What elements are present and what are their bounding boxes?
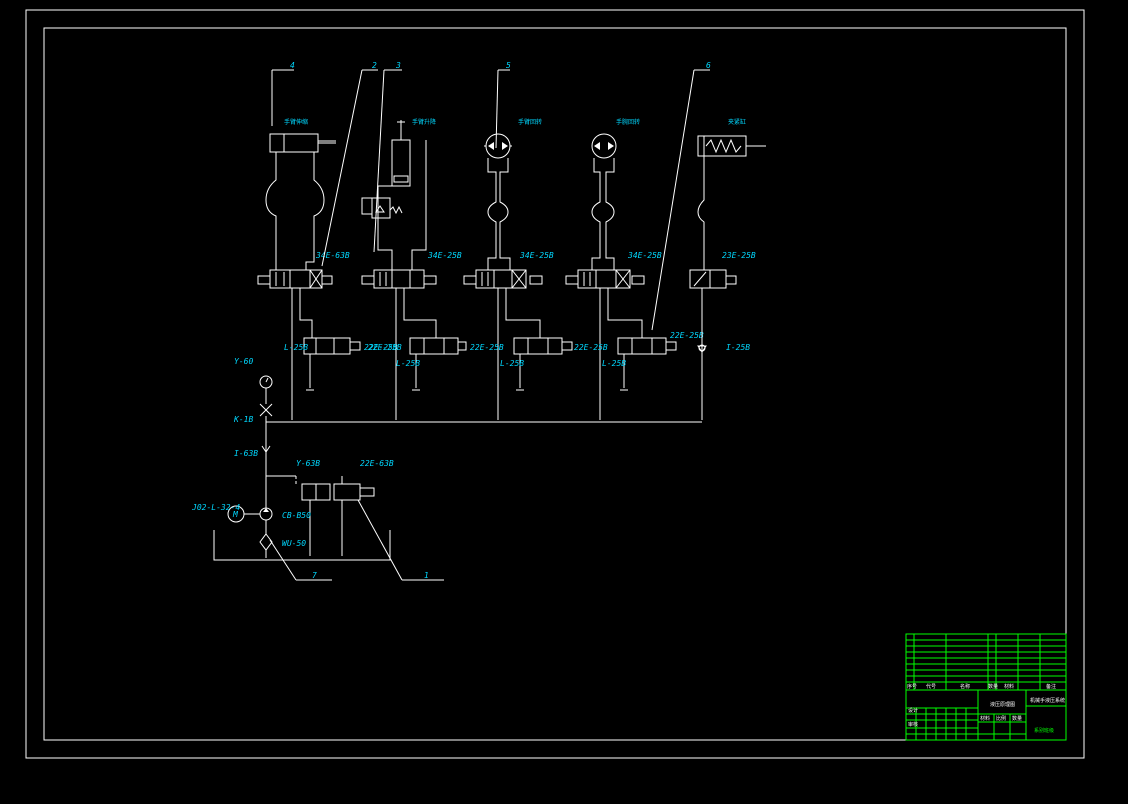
solenoid-valve-4-label-a: 22E-25B xyxy=(574,343,608,352)
solenoid-valve-3-label: 22E-25B xyxy=(470,343,504,352)
actuator-3-label: 手臂回转 xyxy=(518,118,542,126)
svg-text:3: 3 xyxy=(395,61,401,70)
pump-label: CB-B50 xyxy=(282,511,311,520)
valve-3-label: 34E-25B xyxy=(519,251,554,260)
svg-text:7: 7 xyxy=(312,571,317,580)
actuator-arm-extend: 手臂伸缩 xyxy=(269,69,336,153)
flow-valve-1-label: L-25B xyxy=(284,343,308,352)
title-block: 序号 代号 名称 数量 材料 备注 液压原理图 机械手液压系统 材料 比例 数量… xyxy=(905,633,1067,741)
check-valve-top-label: I-25B xyxy=(726,343,750,352)
flow-valve-4-label: L-25B xyxy=(602,359,626,368)
directional-valve-1: 34E-63B xyxy=(257,251,350,289)
tb-header-qty: 数量 xyxy=(988,683,998,690)
actuator-5-label: 夹紧缸 xyxy=(728,118,746,126)
flow-valve-3-label: L-25B xyxy=(500,359,524,368)
tb-quantity: 数量 xyxy=(1012,715,1022,722)
branch-piping xyxy=(265,140,705,270)
flow-valve-2-label: L-25B xyxy=(396,359,420,368)
solenoid-valve-1-label: 22E-25B xyxy=(364,343,398,352)
actuator-1-label: 手臂伸缩 xyxy=(284,118,308,126)
actuator-wrist-rotary: 手腕回转 xyxy=(591,118,640,159)
valve-5-label: 23E-25B xyxy=(722,251,756,260)
valve-1-label: 34E-63B xyxy=(315,251,350,260)
tb-drawing-title: 机械手液压系统 xyxy=(1030,697,1065,704)
tb-header-mat: 材料 xyxy=(1004,683,1014,690)
tb-drawn: 设计 xyxy=(908,707,918,714)
tb-checked: 审核 xyxy=(908,721,918,728)
relief-valve-label: Y-63B xyxy=(296,459,320,468)
svg-text:4: 4 xyxy=(290,61,295,70)
valve-2-label: 34E-25B xyxy=(427,251,462,260)
tb-material: 材料 xyxy=(980,715,990,722)
svg-text:2: 2 xyxy=(372,61,377,70)
actuator-4-label: 手腕回转 xyxy=(616,118,640,126)
actuator-arm-lift: 手臂升降 xyxy=(361,118,436,219)
tb-sub-title: 液压原理图 xyxy=(990,701,1015,708)
motor-glyph: M xyxy=(232,510,239,519)
pump-station: Y-60 K-1B I-63B Y-63B 22E-63B CB-B50 M J… xyxy=(191,357,394,561)
tb-header-no: 序号 xyxy=(907,683,917,690)
motor-label: J02-L-32-4 xyxy=(191,503,240,512)
solenoid-valve-2-label: 22E-25B xyxy=(368,343,402,352)
flow-solenoid-row: L-25B 22E-25B 22E-25B L-25B 22E-25B L-25… xyxy=(284,288,750,420)
tb-scale: 比例 xyxy=(996,715,1006,722)
svg-text:6: 6 xyxy=(706,61,711,70)
inner-border xyxy=(43,27,1067,741)
unload-valve-label: 22E-63B xyxy=(360,459,394,468)
actuator-2-label: 手臂升降 xyxy=(412,118,436,126)
actuator-arm-rotary: 手臂回转 xyxy=(484,118,542,159)
tb-header-code: 代号 xyxy=(926,683,936,690)
leader-lines xyxy=(269,69,710,581)
outer-border xyxy=(25,9,1085,759)
directional-valve-2: 34E-25B xyxy=(361,251,462,289)
directional-valve-4: 34E-25B xyxy=(565,251,662,289)
svg-text:1: 1 xyxy=(424,571,429,580)
pump-check-label: I-63B xyxy=(234,449,258,458)
tb-header-note: 备注 xyxy=(1046,683,1056,690)
tb-school: 系别班级 xyxy=(1034,727,1054,734)
gauge-switch-label: K-1B xyxy=(233,415,253,424)
solenoid-valve-5-label: 22E-25B xyxy=(670,331,704,340)
svg-text:5: 5 xyxy=(506,61,511,70)
valve-4-label: 34E-25B xyxy=(627,251,662,260)
tb-header-name: 名称 xyxy=(960,683,970,690)
actuator-clamp: 夹紧缸 xyxy=(697,118,766,157)
filter-label: WU-50 xyxy=(282,539,306,548)
gauge-label: Y-60 xyxy=(234,357,253,366)
directional-valve-3: 34E-25B xyxy=(463,251,554,289)
directional-valve-5: 23E-25B xyxy=(689,251,756,289)
leader-numbers: 4 2 3 5 6 7 1 xyxy=(290,61,711,580)
